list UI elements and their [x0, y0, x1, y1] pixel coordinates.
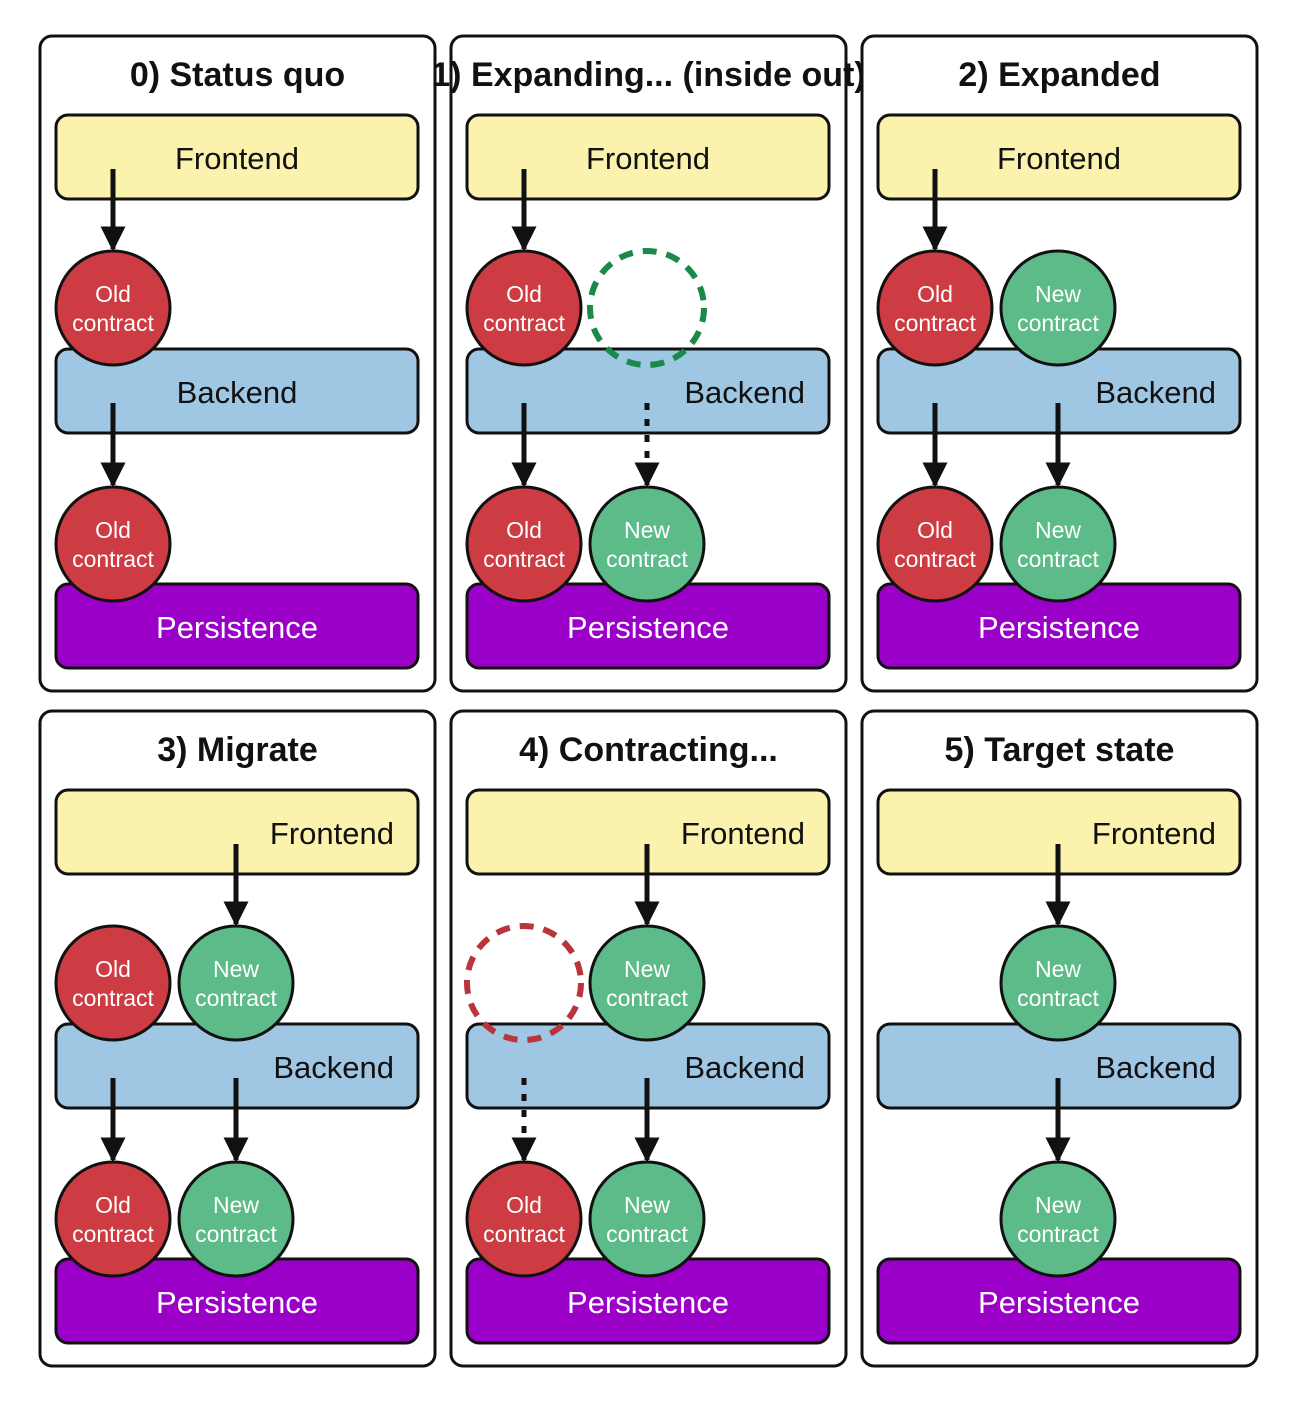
- backend-label: Backend: [684, 1050, 805, 1085]
- old-contract-backend: [54, 924, 172, 1042]
- persistence-label: Persistence: [156, 1285, 318, 1320]
- contract-label-line1: Old: [917, 281, 953, 307]
- contract-label-line1: New: [624, 956, 670, 982]
- frontend-label: Frontend: [681, 816, 805, 851]
- contract-label-line1: Old: [95, 281, 131, 307]
- panel-title: 4) Contracting...: [519, 731, 778, 769]
- contract-label-line2: contract: [894, 310, 976, 336]
- backend-label: Backend: [1095, 1050, 1216, 1085]
- new-contract-backend: [177, 924, 295, 1042]
- frontend-box: [54, 113, 420, 201]
- contract-label-line2: contract: [195, 1221, 277, 1247]
- panel-1: 1) Expanding... (inside out) FrontendBack…: [431, 34, 866, 693]
- contract-label-line2: contract: [1017, 546, 1099, 572]
- contract-label-line2: contract: [72, 546, 154, 572]
- contract-label-line2: contract: [894, 546, 976, 572]
- contract-label-line2: contract: [606, 1221, 688, 1247]
- contract-label-line2: contract: [1017, 985, 1099, 1011]
- panel-5: 5) Target stateFrontendBackendPersistenc…: [860, 709, 1259, 1368]
- new-contract-backend: [588, 924, 706, 1042]
- new-contract-persistence: [588, 1160, 706, 1278]
- contract-label-line1: New: [624, 517, 670, 543]
- frontend-label: Frontend: [270, 816, 394, 851]
- old-contract-backend: [876, 249, 994, 367]
- frontend-label: Frontend: [1092, 816, 1216, 851]
- backend-label: Backend: [273, 1050, 394, 1085]
- backend-label: Backend: [1095, 375, 1216, 410]
- contract-label-line2: contract: [72, 985, 154, 1011]
- old-contract-persistence: [465, 485, 583, 603]
- contract-label-line1: Old: [95, 517, 131, 543]
- contract-label-line1: New: [624, 1192, 670, 1218]
- persistence-label: Persistence: [567, 1285, 729, 1320]
- contract-label-line2: contract: [1017, 1221, 1099, 1247]
- contract-label-line1: Old: [95, 956, 131, 982]
- backend-box: [465, 347, 831, 435]
- contract-label-line2: contract: [72, 1221, 154, 1247]
- frontend-label: Frontend: [586, 141, 710, 176]
- old-contract-backend: [465, 249, 583, 367]
- contract-label-line2: contract: [483, 310, 565, 336]
- new-contract-persistence: [588, 485, 706, 603]
- contract-label-line1: New: [1035, 956, 1081, 982]
- contract-label-line1: New: [1035, 281, 1081, 307]
- contract-label-line1: Old: [506, 281, 542, 307]
- contract-label-line1: Old: [506, 517, 542, 543]
- contract-label-line1: New: [1035, 517, 1081, 543]
- panel-title: 3) Migrate: [157, 731, 318, 769]
- persistence-label: Persistence: [978, 610, 1140, 645]
- backend-box: [54, 347, 420, 435]
- frontend-label: Frontend: [997, 141, 1121, 176]
- frontend-box: [465, 113, 831, 201]
- contract-label-line2: contract: [606, 985, 688, 1011]
- frontend-box: [876, 113, 1242, 201]
- backend-label: Backend: [177, 375, 298, 410]
- persistence-label: Persistence: [567, 610, 729, 645]
- old-contract-persistence: [54, 485, 172, 603]
- contract-label-line1: Old: [917, 517, 953, 543]
- persistence-label: Persistence: [978, 1285, 1140, 1320]
- old-contract-persistence: [465, 1160, 583, 1278]
- contract-label-line1: New: [213, 956, 259, 982]
- contract-label-line1: New: [1035, 1192, 1081, 1218]
- contract-label-line1: Old: [95, 1192, 131, 1218]
- new-contract-backend: [999, 249, 1117, 367]
- old-contract-persistence: [876, 485, 994, 603]
- new-contract-persistence: [999, 1160, 1117, 1278]
- old-contract-persistence: [54, 1160, 172, 1278]
- removed-old-contract: [464, 923, 584, 1043]
- old-contract-backend: [54, 249, 172, 367]
- contract-label-line2: contract: [606, 546, 688, 572]
- pending-new-contract: [587, 248, 707, 368]
- contract-label-line2: contract: [1017, 310, 1099, 336]
- new-contract-persistence: [999, 485, 1117, 603]
- frontend-label: Frontend: [175, 141, 299, 176]
- contract-label-line2: contract: [72, 310, 154, 336]
- new-contract-backend: [999, 924, 1117, 1042]
- contract-label-line2: contract: [483, 546, 565, 572]
- contract-label-line2: contract: [195, 985, 277, 1011]
- contract-label-line1: Old: [506, 1192, 542, 1218]
- panel-4: 4) Contracting... FrontendBackendPersiste…: [449, 709, 848, 1368]
- panel-title: 0) Status quo: [130, 56, 345, 94]
- persistence-box: [54, 582, 420, 670]
- contract-label-line2: contract: [483, 1221, 565, 1247]
- panel-title: 1) Expanding... (inside out): [431, 56, 865, 94]
- panel-title: 5) Target state: [945, 731, 1175, 769]
- new-contract-persistence: [177, 1160, 295, 1278]
- panel-title: 2) Expanded: [958, 56, 1160, 94]
- contract-label-line1: New: [213, 1192, 259, 1218]
- backend-label: Backend: [684, 375, 805, 410]
- persistence-label: Persistence: [156, 610, 318, 645]
